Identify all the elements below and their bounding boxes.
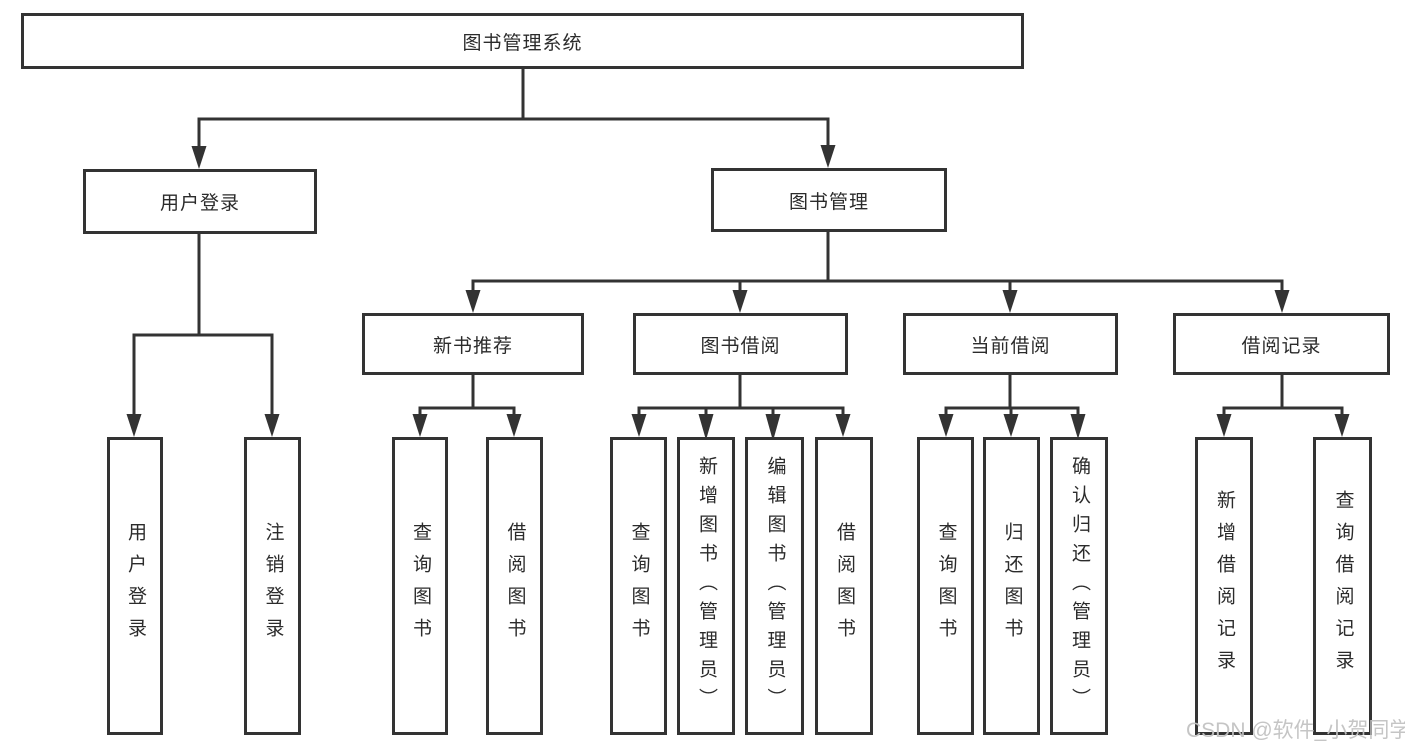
leaf-borrow-books-1-label: 借阅图书 [504, 522, 526, 650]
leaf-borrow-books-2: 借阅图书 [815, 437, 873, 735]
leaf-logout-label: 注销登录 [262, 522, 284, 650]
leaf-return-books-label: 归还图书 [1001, 522, 1023, 650]
node-book-management: 图书管理 [711, 168, 947, 232]
leaf-query-borrow-record-label: 查询借阅记录 [1332, 490, 1354, 682]
node-root-label: 图书管理系统 [462, 32, 583, 54]
leaf-confirm-return-admin-label: 确认归还（管理员） [1069, 455, 1090, 717]
leaf-query-books-2: 查询图书 [610, 437, 667, 735]
node-current-borrowing-label: 当前借阅 [970, 335, 1051, 357]
node-root: 图书管理系统 [21, 13, 1024, 69]
leaf-query-books-1: 查询图书 [392, 437, 448, 735]
leaf-borrow-books-2-label: 借阅图书 [834, 522, 855, 650]
leaf-query-borrow-record: 查询借阅记录 [1313, 437, 1372, 735]
leaf-query-books-1-label: 查询图书 [410, 522, 431, 650]
leaf-add-borrow-record-label: 新增借阅记录 [1214, 490, 1235, 682]
node-borrowing-records: 借阅记录 [1173, 313, 1390, 375]
node-borrowing-records-label: 借阅记录 [1241, 335, 1322, 357]
node-book-management-label: 图书管理 [788, 191, 869, 213]
csdn-watermark: CSDN @软件_小贺同学 [1186, 719, 1405, 742]
leaf-user-login-label: 用户登录 [125, 522, 146, 650]
node-current-borrowing: 当前借阅 [903, 313, 1118, 375]
node-user-login-label: 用户登录 [159, 193, 240, 214]
node-book-borrowing-label: 图书借阅 [700, 335, 781, 357]
leaf-edit-book-admin: 编辑图书（管理员） [745, 437, 804, 735]
node-new-book-recommend-label: 新书推荐 [432, 335, 513, 357]
leaf-user-login: 用户登录 [107, 437, 163, 735]
leaf-add-borrow-record: 新增借阅记录 [1195, 437, 1253, 735]
leaf-add-book-admin-label: 新增图书（管理员） [696, 455, 717, 717]
leaf-borrow-books-1: 借阅图书 [486, 437, 543, 735]
node-user-login: 用户登录 [83, 169, 317, 234]
leaf-return-books: 归还图书 [983, 437, 1040, 735]
node-book-borrowing: 图书借阅 [633, 313, 848, 375]
leaf-add-book-admin: 新增图书（管理员） [677, 437, 735, 735]
leaf-query-books-3-label: 查询图书 [935, 522, 957, 650]
leaf-logout: 注销登录 [244, 437, 301, 735]
leaf-confirm-return-admin: 确认归还（管理员） [1050, 437, 1108, 735]
leaf-edit-book-admin-label: 编辑图书（管理员） [764, 455, 786, 717]
leaf-query-books-3: 查询图书 [917, 437, 974, 735]
node-new-book-recommend: 新书推荐 [362, 313, 584, 375]
leaf-query-books-2-label: 查询图书 [628, 522, 650, 650]
